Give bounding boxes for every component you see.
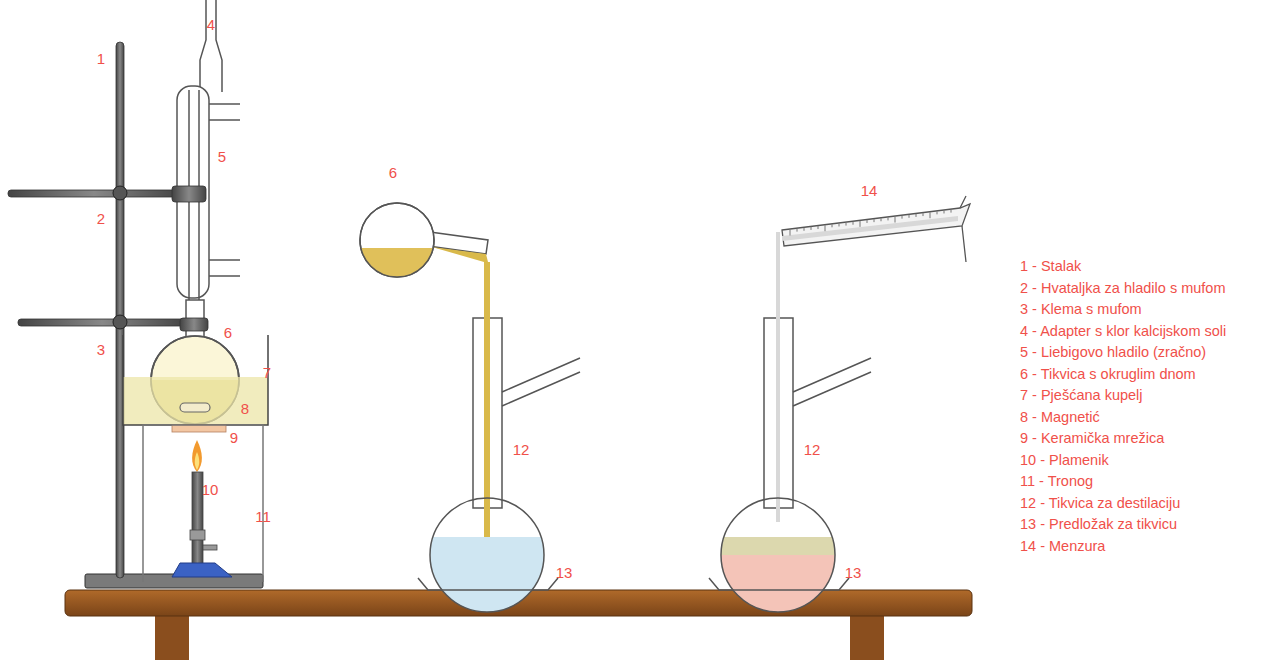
callout-number: 4 <box>207 16 215 33</box>
legend-entry: 14 - Menzura <box>1020 538 1105 555</box>
legend-entry: 13 - Predložak za tikvicu <box>1020 516 1177 533</box>
legend-entry: 11 - Tronog <box>1020 473 1093 490</box>
legend-entry: 1 - Stalak <box>1020 258 1081 275</box>
legend-entry: 2 - Hvataljka za hladilo s mufom <box>1020 280 1226 297</box>
legend-entry: 6 - Tikvica s okruglim dnom <box>1020 366 1196 383</box>
callout-number: 6 <box>224 324 232 341</box>
callout-number: 12 <box>513 441 530 458</box>
legend-entry: 5 - Liebigovo hladilo (zračno) <box>1020 344 1206 361</box>
legend-entry: 9 - Keramička mrežica <box>1020 430 1164 447</box>
callout-number: 3 <box>97 341 105 358</box>
callout-number: 11 <box>255 508 271 525</box>
callout-number: 9 <box>230 429 238 446</box>
callout-number: 13 <box>556 564 573 581</box>
legend-entry: 3 - Klema s mufom <box>1020 301 1142 318</box>
callout-number: 5 <box>218 148 226 165</box>
legend-entry: 8 - Magnetić <box>1020 409 1100 426</box>
callout-number: 12 <box>804 441 821 458</box>
callout-number: 8 <box>241 400 249 417</box>
callout-number: 6 <box>389 164 397 181</box>
callout-number: 14 <box>861 182 878 199</box>
legend-entry: 12 - Tikvica za destilaciju <box>1020 495 1180 512</box>
legend-entry: 10 - Plamenik <box>1020 452 1109 469</box>
legend-entry: 4 - Adapter s klor kalcijskom soli <box>1020 323 1226 340</box>
callout-number: 1 <box>97 50 105 67</box>
callout-number: 10 <box>202 481 219 498</box>
callout-number: 2 <box>97 210 105 227</box>
legend-entry: 7 - Pješćana kupelj <box>1020 387 1143 404</box>
callout-number: 13 <box>845 564 862 581</box>
callout-number: 7 <box>263 364 271 381</box>
